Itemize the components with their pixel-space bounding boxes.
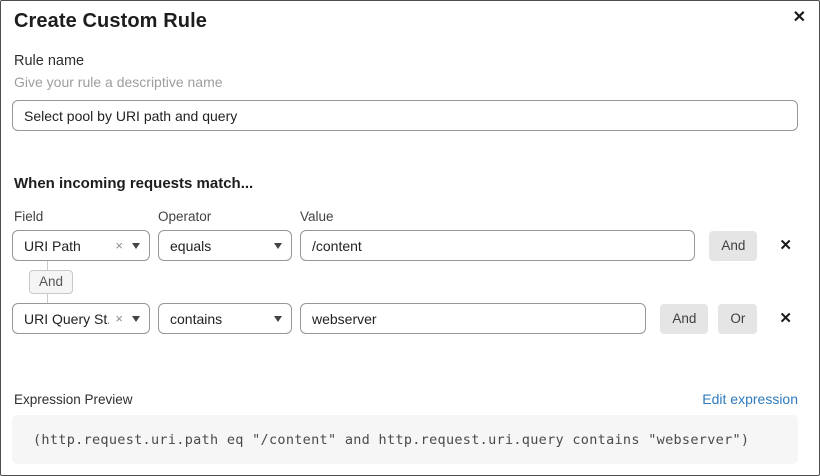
connector-line-bottom (47, 294, 48, 303)
field-select-row2-value: URI Query St... (24, 310, 109, 327)
operator-column-label: Operator (158, 209, 212, 224)
chevron-down-icon[interactable] (274, 242, 282, 249)
chevron-down-icon[interactable] (132, 315, 140, 322)
field-select-row1-value: URI Path (24, 237, 81, 254)
condition-row-1: URI Path × equals And ✕ (12, 230, 798, 261)
close-icon[interactable]: ✕ (792, 9, 806, 26)
page-title: Create Custom Rule (14, 10, 207, 32)
and-connector-badge: And (29, 270, 74, 294)
field-select-row1[interactable]: URI Path × (12, 230, 150, 261)
condition-row-2: URI Query St... × contains And Or ✕ (12, 303, 798, 334)
value-column-label: Value (300, 209, 334, 224)
or-button-row2[interactable]: Or (718, 303, 758, 334)
expression-preview-header: Expression Preview Edit expression (14, 391, 798, 407)
operator-select-row1[interactable]: equals (158, 230, 292, 261)
operator-select-row2[interactable]: contains (158, 303, 292, 334)
operator-select-row1-value: equals (170, 237, 212, 254)
expression-preview-label: Expression Preview (14, 392, 133, 407)
field-select-row2[interactable]: URI Query St... × (12, 303, 150, 334)
edit-expression-link[interactable]: Edit expression (702, 391, 798, 407)
rule-name-input[interactable] (12, 100, 798, 131)
remove-row-icon[interactable]: ✕ (779, 237, 792, 254)
value-input-row2[interactable] (300, 303, 647, 334)
dialog-content: Create Custom Rule Rule name Give your r… (1, 10, 819, 464)
expression-preview-block: (http.request.uri.path eq "/content" and… (12, 415, 798, 464)
field-column-label: Field (14, 209, 44, 224)
rule-name-label: Rule name (14, 53, 85, 69)
chevron-down-icon[interactable] (132, 242, 140, 249)
remove-row-icon[interactable]: ✕ (779, 310, 792, 327)
value-input-row1[interactable] (300, 230, 696, 261)
connector-line-top (47, 261, 48, 270)
operator-select-row2-value: contains (170, 310, 223, 327)
clear-icon[interactable]: × (115, 238, 123, 253)
match-section-heading: When incoming requests match... (14, 175, 254, 192)
clear-icon[interactable]: × (115, 311, 123, 326)
rule-name-helper-text: Give your rule a descriptive name (14, 74, 223, 90)
and-button-row1[interactable]: And (709, 230, 758, 261)
chevron-down-icon[interactable] (274, 315, 282, 322)
expression-code: (http.request.uri.path eq "/content" and… (33, 431, 750, 448)
and-button-row2[interactable]: And (660, 303, 709, 334)
condition-column-labels: Field Operator Value (14, 209, 798, 224)
logic-connector: And (12, 261, 798, 303)
